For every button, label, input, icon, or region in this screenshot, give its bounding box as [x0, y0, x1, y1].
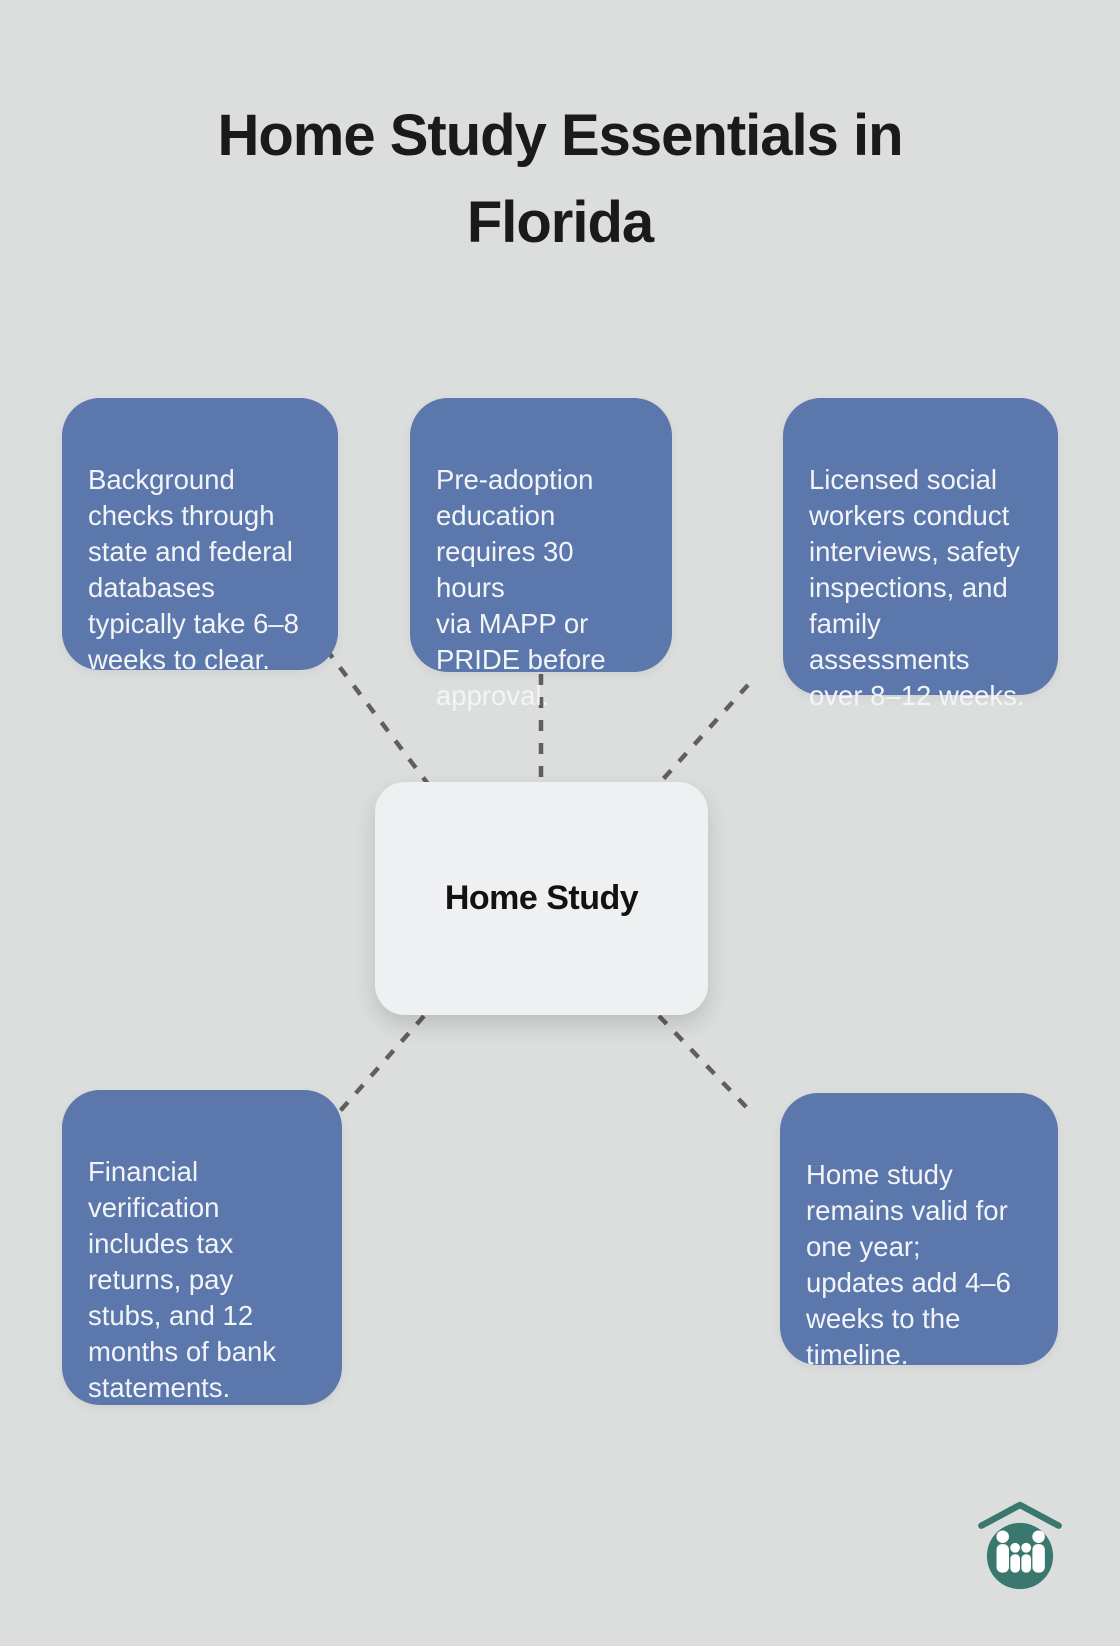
connector-line-5	[657, 1014, 754, 1115]
node-pre-adoption-education-text: Pre-adoption education requires 30 hours…	[436, 464, 606, 711]
node-validity-period: Home study remains valid for one year; u…	[780, 1093, 1058, 1370]
node-social-worker-process: Licensed social workers conduct intervie…	[783, 398, 1058, 711]
connector-line-3	[654, 683, 750, 789]
family-under-roof-logo	[978, 1501, 1062, 1590]
center-node-label: Home Study	[444, 879, 639, 917]
node-financial-verification-text: Financial verification includes tax retu…	[88, 1156, 277, 1403]
connector-line-1	[324, 647, 433, 790]
node-validity-period-text: Home study remains valid for one year; u…	[806, 1159, 1011, 1370]
center-node: Home Study	[375, 782, 708, 1015]
node-background-checks: Background checks through state and fede…	[62, 398, 338, 675]
node-background-checks-text: Background checks through state and fede…	[88, 464, 299, 675]
roof-icon	[978, 1501, 1062, 1529]
page-title: Home Study Essentials in Florida	[217, 103, 903, 255]
node-financial-verification: Financial verification includes tax retu…	[62, 1090, 342, 1405]
node-pre-adoption-education: Pre-adoption education requires 30 hours…	[410, 398, 672, 711]
node-social-worker-process-text: Licensed social workers conduct intervie…	[809, 464, 1025, 711]
connector-line-4	[331, 1014, 426, 1121]
family-icon	[996, 1530, 1045, 1573]
